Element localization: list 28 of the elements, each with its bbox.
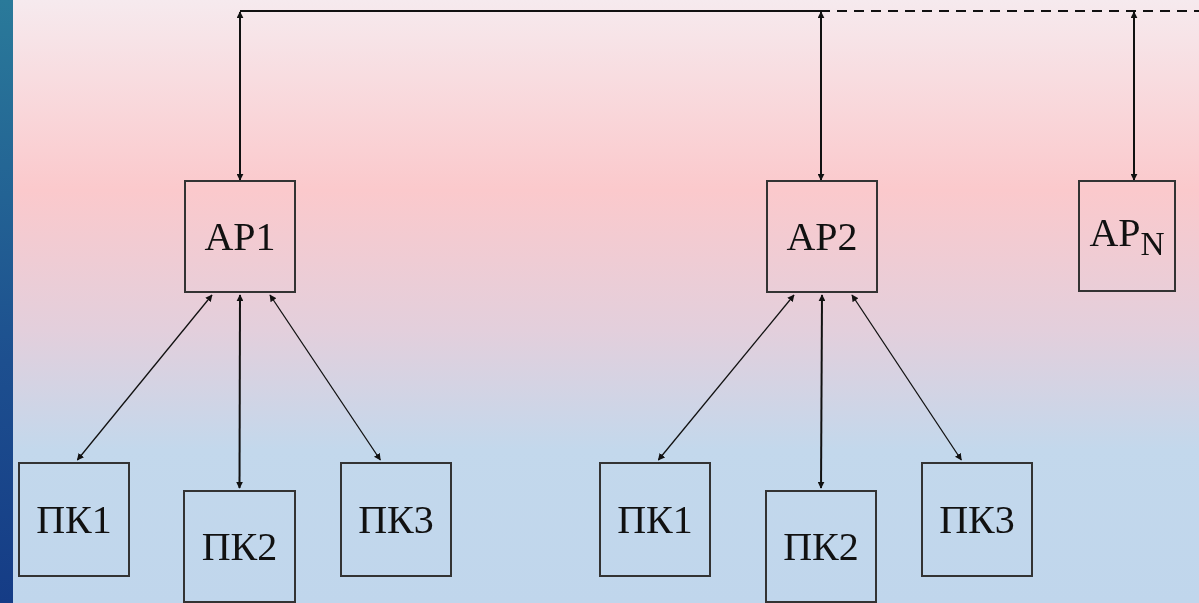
- arrow: [236, 11, 244, 181]
- access-point-box: [184, 180, 296, 293]
- computer-box: [340, 462, 452, 577]
- bus-line: [239, 10, 1199, 12]
- arrow: [269, 294, 381, 461]
- node-label: ПК3: [358, 496, 434, 543]
- arrow: [236, 294, 244, 489]
- computer-box: [18, 462, 130, 577]
- access-point-box: [766, 180, 878, 293]
- computer-box: [183, 490, 296, 603]
- arrow: [817, 11, 825, 181]
- node-label: ПК2: [783, 523, 859, 570]
- node-label: AP1: [204, 213, 276, 260]
- arrow: [657, 294, 795, 461]
- node-label: ПК1: [36, 496, 112, 543]
- computer-box: [921, 462, 1033, 577]
- access-point-box: [1078, 180, 1176, 292]
- node-label: ПК2: [201, 523, 278, 570]
- arrow: [1130, 11, 1138, 181]
- computer-box: [599, 462, 711, 577]
- arrow: [76, 294, 213, 461]
- computer-box: [765, 490, 877, 603]
- node-label: AP$_{N}$: [1089, 209, 1165, 263]
- node-label: AP2: [786, 213, 858, 260]
- arrow: [817, 294, 826, 489]
- node-label: ПК1: [617, 496, 693, 543]
- node-label: ПК3: [939, 496, 1015, 543]
- arrow: [851, 294, 962, 461]
